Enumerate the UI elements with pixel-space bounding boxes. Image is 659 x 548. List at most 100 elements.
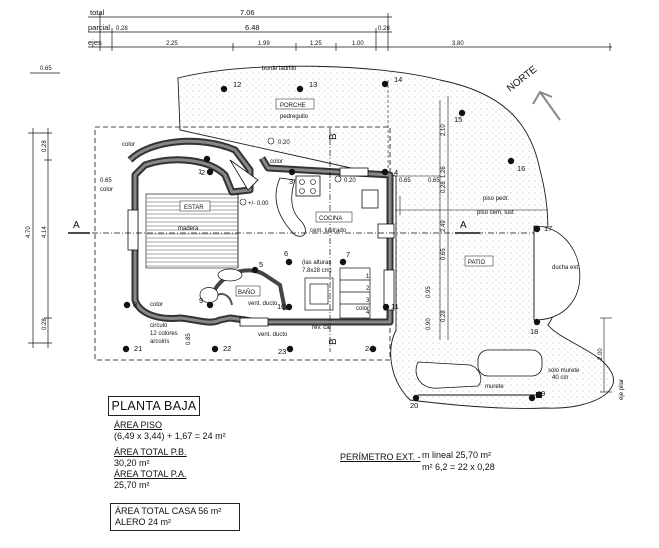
alero: ALERO 24 m² (115, 517, 172, 527)
column-point-4 (381, 168, 389, 176)
dim-eje-5: 3.80 (452, 41, 464, 47)
dim-eje-2: 1.99 (258, 41, 270, 47)
total-pa-label: ÁREA TOTAL P.A. (114, 469, 187, 479)
sink-bath (217, 268, 243, 282)
label-borde: borde ladrillo (262, 66, 297, 72)
murete-bench-left (415, 361, 482, 389)
dim-right-126: 1.26 (441, 166, 447, 178)
label-vent-ducto: vent. ducto (248, 301, 278, 307)
dim-vert-inner: 4.14 (42, 226, 48, 238)
dim-left-065: 0.65 (100, 178, 112, 184)
total-pa-value: 25,70 m² (114, 480, 150, 490)
column-point-label-5: 5 (259, 260, 263, 269)
column-point-label-20: 20 (410, 401, 418, 410)
dim-parcial-mid: 6.48 (245, 23, 260, 32)
ground-area (177, 65, 614, 409)
dim-left-small: 0.65 (40, 66, 52, 72)
column-point-10 (285, 303, 293, 311)
label-circulo: circulo (150, 323, 168, 329)
column-point-label-14: 14 (394, 75, 402, 84)
entry-door (229, 159, 259, 191)
column-point-label-18: 18 (530, 327, 538, 336)
dim-far-right: 2.00 (598, 348, 604, 360)
column-point-label-8: 8 (133, 300, 137, 309)
column-point-5 (251, 266, 259, 274)
dim-eje-4: 1.00 (352, 41, 364, 47)
label-level-2: +/- 0.00 (248, 201, 269, 207)
label-solo-murete: solo murete (548, 368, 580, 374)
column-point-label-9: 9 (199, 296, 203, 305)
step-2: 2 (366, 286, 370, 292)
column-point-16 (507, 157, 515, 165)
label-color-1: color (122, 142, 135, 148)
column-point-label-19: 19 (537, 389, 545, 398)
column-point-label-16: 16 (517, 164, 525, 173)
column-point-12 (220, 85, 228, 93)
pillar-19 (536, 392, 542, 398)
sink (361, 189, 379, 209)
dim-parcial-label: parcial (88, 23, 110, 32)
column-point-18 (533, 318, 541, 326)
label-cocina: COCINA (319, 216, 342, 222)
kitchen-island (377, 223, 395, 239)
column-point-label-13: 13 (309, 80, 317, 89)
dim-kitchen-065a: 0.65 (399, 178, 411, 184)
label-madera: madera (178, 226, 199, 232)
column-point-label-24: 24 (365, 344, 373, 353)
section-b-bottom: B (328, 338, 339, 345)
window-kitchen (339, 167, 369, 177)
dim-eje-1: 2.25 (166, 41, 178, 47)
label-pedregullo: pedregullo (280, 114, 309, 120)
dim-parcial-right: 0.28 (378, 26, 390, 32)
cocina-label-box (315, 211, 353, 223)
shower-area (533, 225, 581, 321)
label-murete: murete (485, 384, 504, 390)
step-4: 4 (366, 310, 370, 316)
column-point-label-11: 11 (391, 302, 399, 311)
label-solo-murete2: 40 cm (552, 375, 568, 381)
dim-right-090: 0.90 (426, 318, 432, 330)
column-point-label-3: 3 (289, 177, 293, 186)
label-ducha: ducha ext. (552, 265, 580, 271)
dim-vert-top: 0.28 (42, 140, 48, 152)
label-estar: ESTAR (184, 205, 204, 211)
column-point-14 (381, 80, 389, 88)
label-porche: PORCHE (280, 103, 306, 109)
column-point-label-6: 6 (284, 249, 288, 258)
step-3: 3 (366, 298, 370, 304)
label-color-2: color (100, 187, 113, 193)
north-arrow (532, 90, 561, 121)
label-rev-cal: rev. cal (312, 325, 331, 331)
dim-right-028: 0.28 (441, 181, 447, 193)
column-point-22 (211, 345, 219, 353)
label-patio: PATIO (468, 260, 485, 266)
dim-right-210: 2.10 (441, 124, 447, 136)
column-point-label-2: 2 (201, 168, 205, 177)
column-point-7 (339, 258, 347, 266)
label-cem-lustrado: cem. lustrado (310, 228, 347, 234)
total-casa-box: ÁREA TOTAL CASA 56 m² ALERO 24 m² (110, 503, 240, 531)
label-arcoiris: arcoiris (150, 339, 169, 345)
summary-block: ÁREA PISO (6,49 x 3,44) + 1,67 = 24 m² Á… (114, 420, 264, 491)
step-1: 1 (366, 274, 370, 280)
dim-right-095: 0.95 (426, 286, 432, 298)
section-a-left: A (73, 220, 80, 231)
total-pb-label: ÁREA TOTAL P.B. (114, 447, 187, 457)
area-piso-calc: (6,49 x 3,44) + 1,67 = 24 m² (114, 431, 226, 441)
section-b-top: B (328, 133, 339, 140)
plan-title: PLANTA BAJA (108, 396, 200, 416)
column-point-13 (296, 85, 304, 93)
column-point-9 (206, 301, 214, 309)
label-alturas: (las alturas (302, 260, 331, 266)
perimetro-line2: m² 6,2 = 22 x 0,28 (422, 462, 495, 472)
column-point-2 (206, 168, 214, 176)
label-colores: 12 colores (150, 331, 178, 337)
dim-eje-3: 1.25 (310, 41, 322, 47)
column-point-1 (203, 155, 211, 163)
area-piso-label: ÁREA PISO (114, 420, 163, 430)
dimension-lines-right (387, 80, 612, 393)
window-left (127, 209, 139, 251)
label-alturas2: 7.8x28 cm) (302, 268, 332, 274)
bano-label-box (235, 285, 261, 297)
label-level-3: 0.20 (344, 178, 356, 184)
